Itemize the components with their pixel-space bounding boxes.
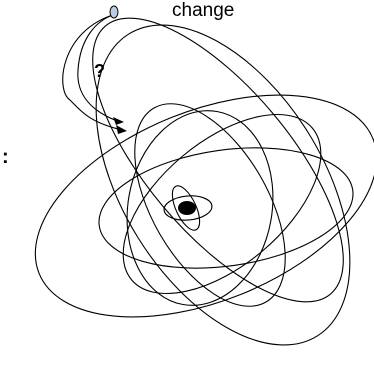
- orbit-vertical-top: [92, 17, 344, 303]
- change-label: change: [172, 0, 235, 21]
- orbit-large-right-tilt: [95, 24, 351, 346]
- orbit-mid-tilted: [122, 113, 322, 295]
- orbit-inner-vertical: [171, 185, 201, 231]
- transition-curve: [62, 13, 123, 131]
- electron: [109, 5, 119, 19]
- orbit-mid-horizontal: [98, 147, 354, 269]
- arrowhead-lower: [113, 117, 124, 125]
- orbit-large-left-tilt: [34, 94, 374, 318]
- orbit-mid-steep: [134, 103, 286, 307]
- question-mark-label: ?: [94, 61, 105, 81]
- orbit-inner-horizontal: [163, 195, 213, 221]
- nucleus: [178, 201, 196, 215]
- colon-label: :: [2, 146, 9, 168]
- arrowhead-upper: [116, 125, 127, 134]
- orbit-mid-vertical: [126, 110, 274, 306]
- transition-curve-lower: [77, 13, 121, 123]
